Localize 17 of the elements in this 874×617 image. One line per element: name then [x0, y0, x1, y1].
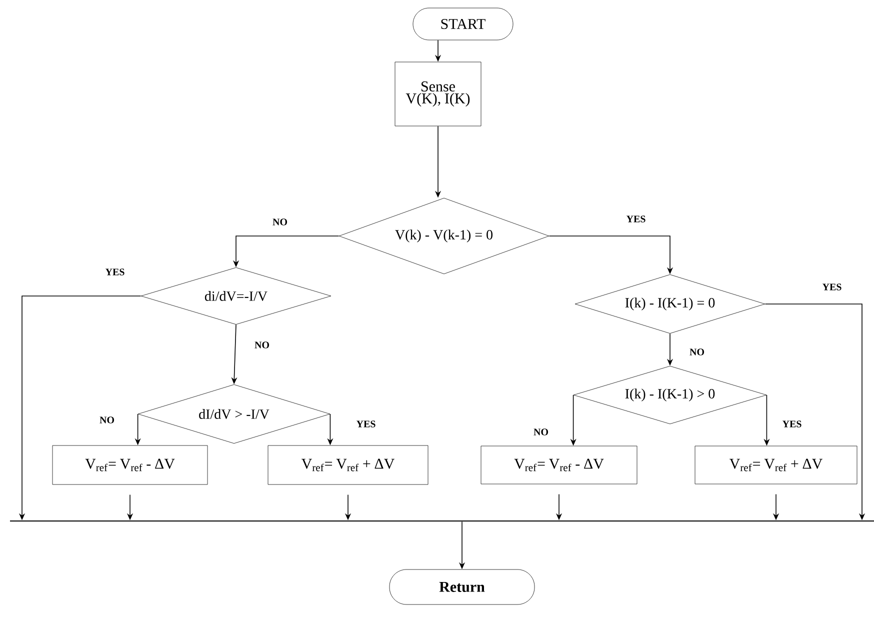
edge-label: YES [626, 216, 646, 222]
edge-label: NO [534, 428, 548, 436]
edge-label: YES [822, 284, 842, 290]
process-box: V$_{ref}$= V$_{ref}$ - ΔV [52, 445, 208, 485]
process-box: Sense V(K), I(K) [394, 62, 482, 126]
edge-label: YES [105, 268, 124, 276]
edge-label: NO [254, 342, 270, 348]
edge-label: NO [690, 348, 704, 356]
edge-label: YES [782, 420, 802, 428]
terminal-box: START [412, 8, 514, 40]
edge-label: NO [100, 416, 114, 424]
process-box: V$_{ref}$= V$_{ref}$ - ΔV [480, 446, 638, 484]
terminal-box: Return [389, 569, 535, 605]
process-box: V$_{ref}$= V$_{ref}$ + ΔV [268, 445, 428, 485]
edge-label: YES [356, 420, 376, 428]
edge-label: NO [272, 218, 288, 226]
process-box: V$_{ref}$= V$_{ref}$ + ΔV [694, 446, 858, 484]
